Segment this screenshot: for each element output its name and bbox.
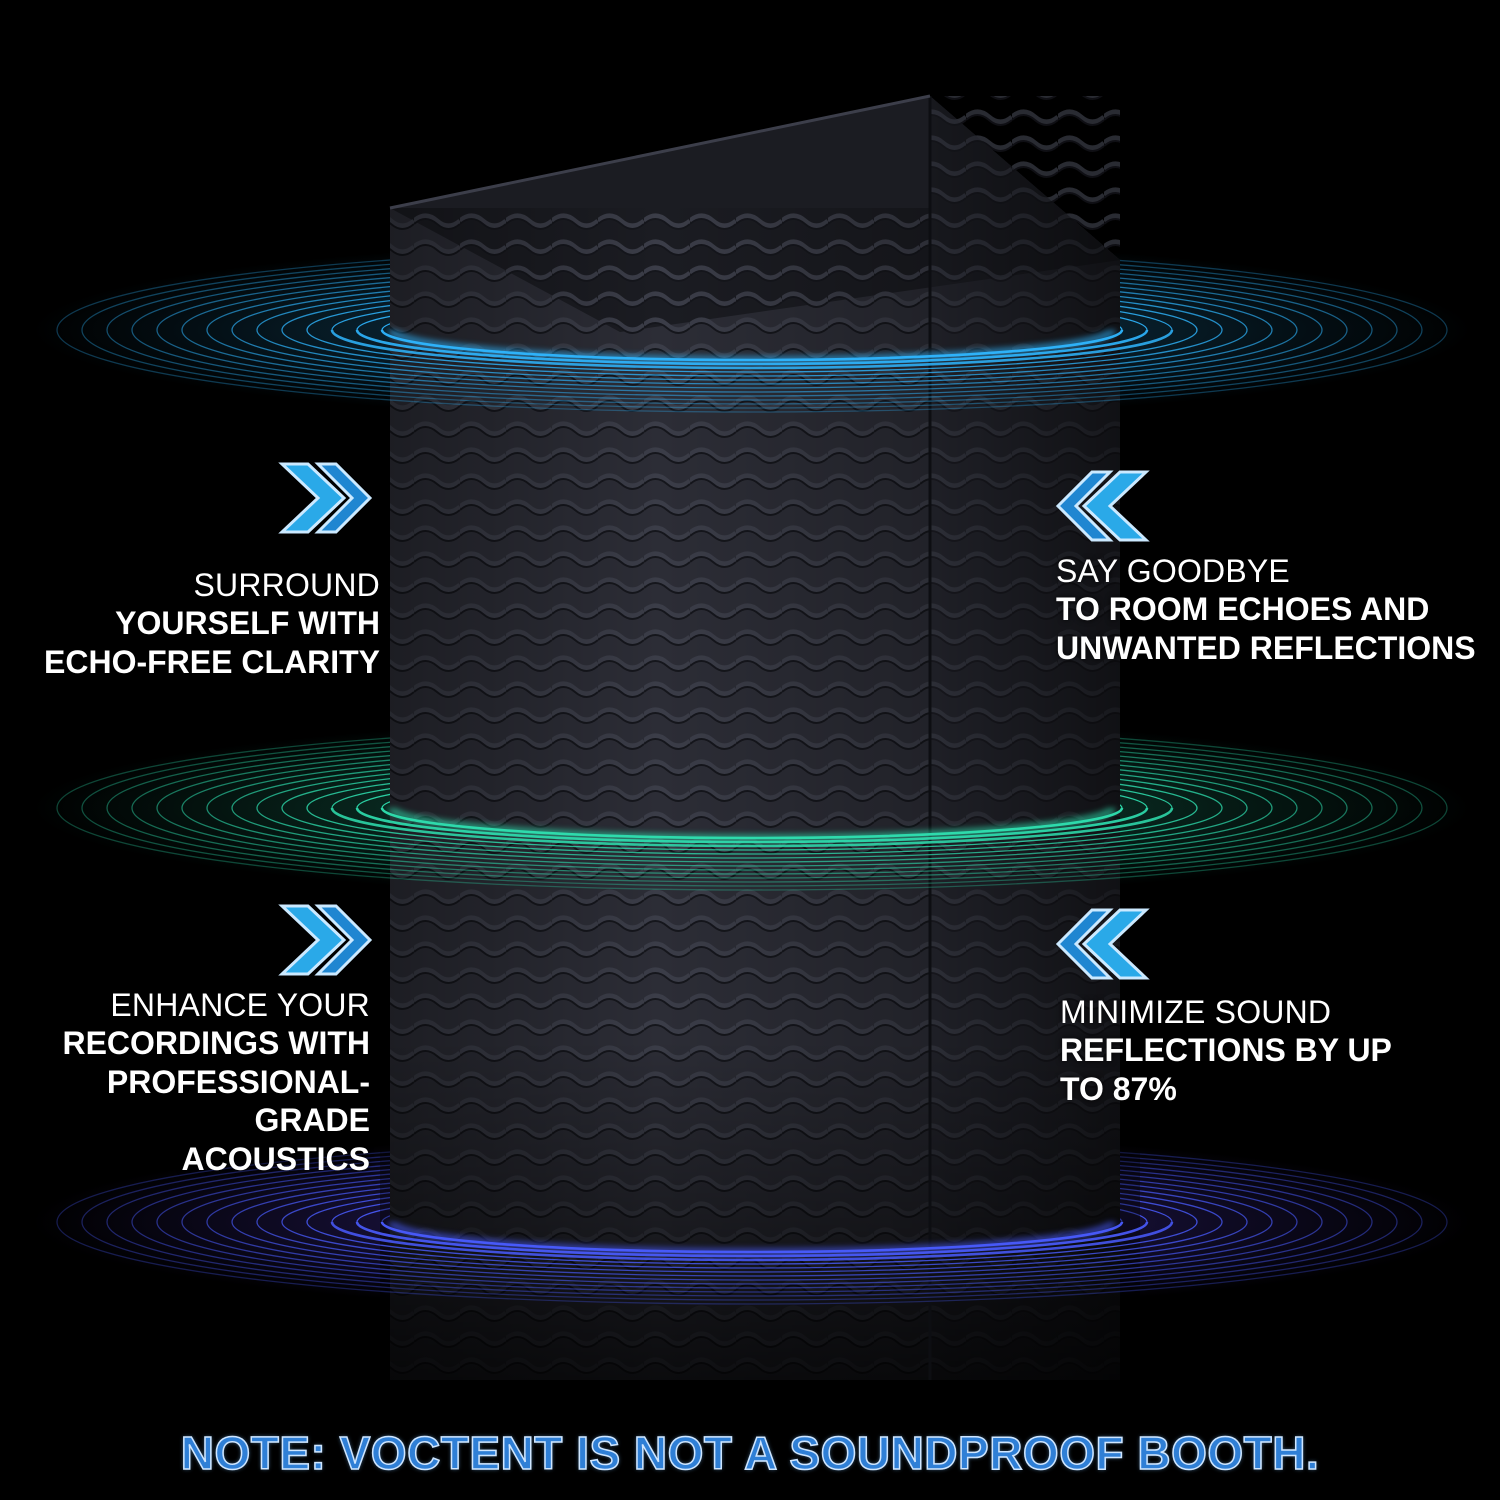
sound-ring-top-front-arc — [156, 329, 1348, 397]
sound-ring-bottom-front-arc — [256, 1221, 1248, 1273]
caption-enhance-recordings: ENHANCE YOUR RECORDINGS WITH PROFESSIONA… — [0, 986, 370, 1178]
sound-ring-bottom-front-arc — [306, 1221, 1198, 1265]
caption-line: ECHO-FREE CLARITY — [44, 643, 380, 680]
sound-ring-top-front-arc — [181, 329, 1323, 393]
sound-ring-middle-front-arc — [81, 807, 1423, 887]
caption-line: UNWANTED REFLECTIONS — [1056, 629, 1476, 666]
caption-line: MINIMIZE SOUND — [1060, 994, 1332, 1030]
caption-surround: SURROUND YOURSELF WITH ECHO-FREE CLARITY — [0, 566, 380, 681]
sound-ring-top-front-arc — [330, 329, 1174, 370]
chevron-left-double-icon — [1055, 470, 1150, 542]
sound-ring-middle-front-arc — [156, 807, 1348, 875]
sound-ring-middle-front-arc — [306, 807, 1198, 851]
sound-ring-top-core — [388, 328, 1116, 364]
sound-ring-top-front-arc — [56, 329, 1448, 413]
caption-line: TO ROOM ECHOES AND — [1056, 591, 1430, 628]
caption-say-goodbye: SAY GOODBYE TO ROOM ECHOES AND UNWANTED … — [1056, 552, 1500, 667]
sound-ring-bottom-front-arc — [231, 1221, 1273, 1277]
sound-ring-bottom-front-arc — [156, 1221, 1348, 1289]
sound-ring-bottom-front-arc — [330, 1221, 1174, 1262]
sound-ring-top-front-arc — [256, 329, 1248, 381]
sound-ring-top-front-arc — [231, 329, 1273, 385]
sound-ring-bottom-core — [388, 1220, 1116, 1256]
acoustic-booth — [380, 94, 1140, 1380]
sound-ring-bottom-front-arc — [281, 1221, 1223, 1269]
caption-line: REFLECTIONS BY UP — [1060, 1032, 1392, 1069]
sound-ring-middle-front-arc — [256, 807, 1248, 859]
sound-ring-top-front-arc — [131, 329, 1373, 401]
sound-ring-middle-front-arc — [56, 807, 1448, 891]
sound-ring-top-front-arc — [281, 329, 1223, 377]
sound-ring-middle-front-arc — [231, 807, 1273, 863]
sound-ring-middle-front-arc — [106, 807, 1398, 883]
sound-ring-bottom-front-arc — [206, 1221, 1298, 1281]
sound-ring-top-front-arc — [306, 329, 1198, 373]
sound-ring-bottom-front-arc — [56, 1221, 1448, 1305]
caption-minimize-reflections: MINIMIZE SOUND REFLECTIONS BY UP TO 87% — [1060, 993, 1480, 1108]
sound-ring-bottom-front-arc — [81, 1221, 1423, 1301]
caption-line: YOURSELF WITH — [115, 605, 380, 642]
sound-ring-middle-front-arc — [131, 807, 1373, 879]
sound-rings-front — [56, 328, 1448, 1305]
chevron-left-double-icon — [1055, 908, 1150, 980]
caption-line: ENHANCE YOUR — [110, 987, 370, 1023]
caption-line: ACOUSTICS — [181, 1140, 370, 1177]
sound-ring-top-front-arc — [206, 329, 1298, 389]
caption-line: SURROUND — [193, 567, 380, 603]
disclaimer-note: NOTE: VOCTENT IS NOT A SOUNDPROOF BOOTH. — [180, 1426, 1320, 1480]
caption-line: RECORDINGS WITH — [62, 1025, 370, 1062]
chevron-right-double-icon — [278, 904, 373, 976]
sound-ring-middle-core — [388, 806, 1116, 842]
sound-ring-middle-front-arc — [181, 807, 1323, 871]
sound-ring-middle-front-arc — [206, 807, 1298, 867]
sound-ring-bottom-front-arc — [131, 1221, 1373, 1293]
sound-ring-bottom-front-arc — [181, 1221, 1323, 1285]
sound-ring-bottom-front-arc — [106, 1221, 1398, 1297]
sound-ring-middle-front-arc — [281, 807, 1223, 855]
sound-ring-top-front-arc — [81, 329, 1423, 409]
caption-line: PROFESSIONAL-GRADE — [106, 1063, 370, 1139]
sound-ring-top-front-arc — [106, 329, 1398, 405]
caption-line: TO 87% — [1060, 1070, 1177, 1107]
sound-ring-middle-front-arc — [330, 807, 1174, 848]
chevron-right-double-icon — [278, 462, 373, 534]
caption-line: SAY GOODBYE — [1056, 553, 1290, 589]
